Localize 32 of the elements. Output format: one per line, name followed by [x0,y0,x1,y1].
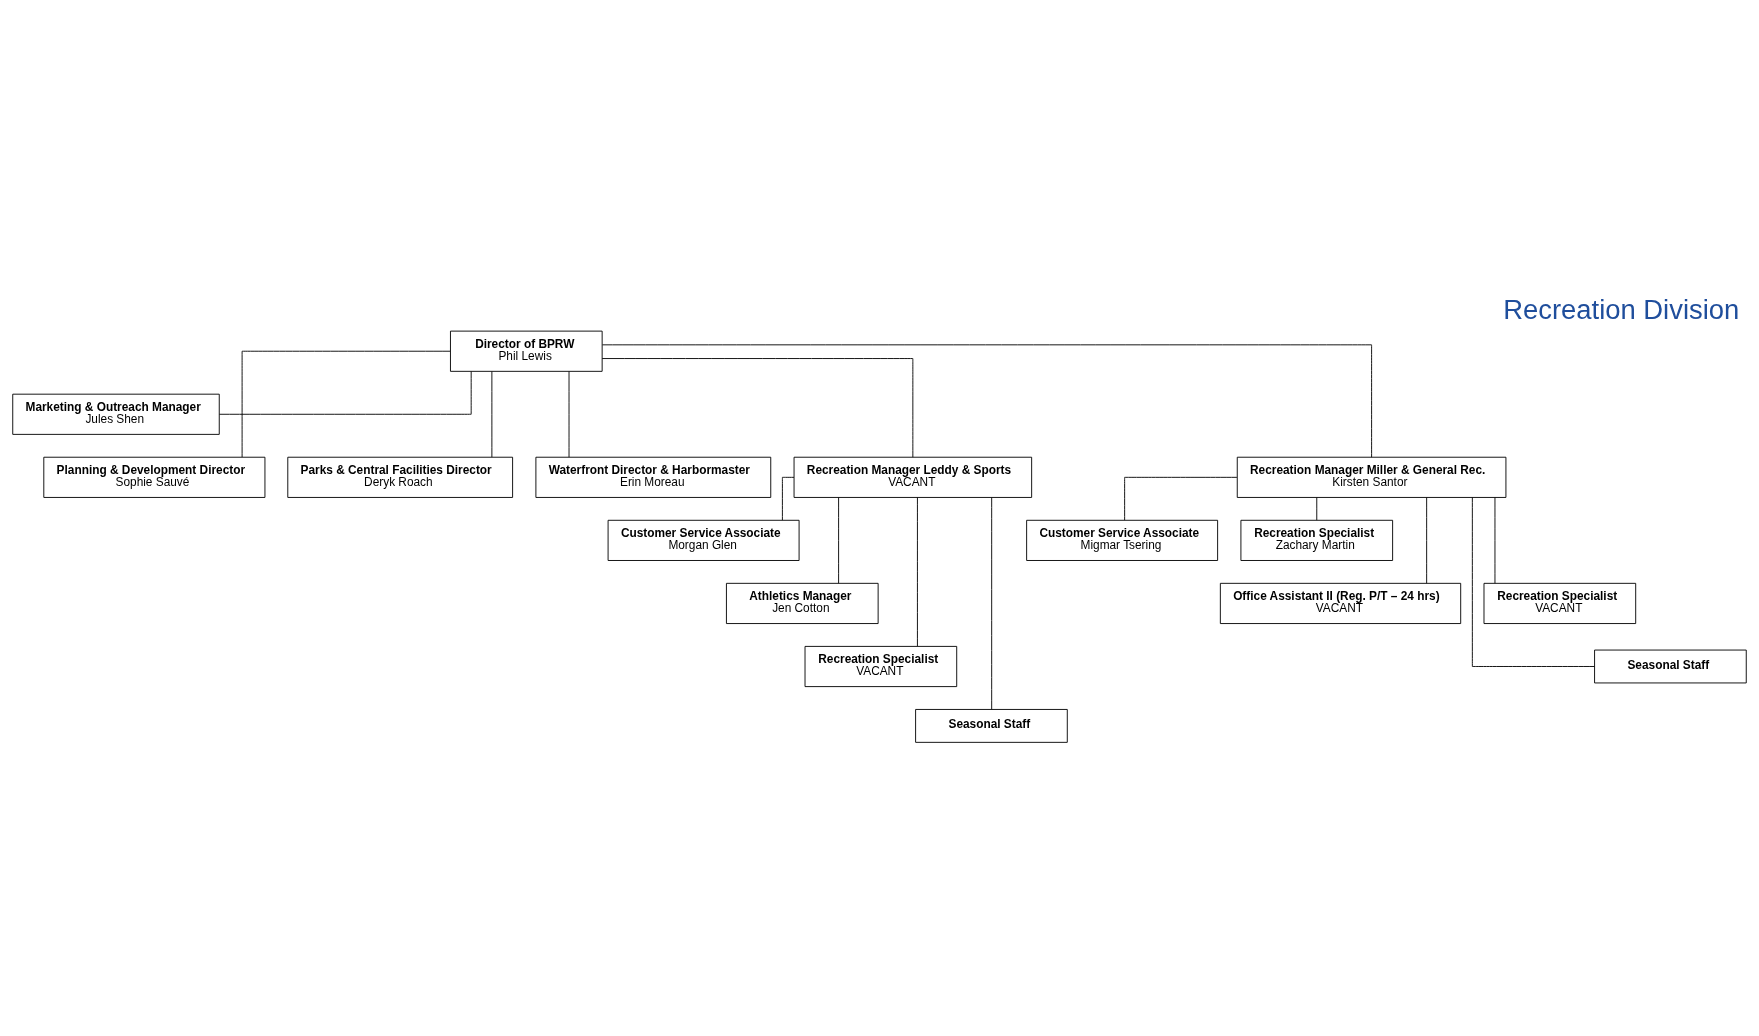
node-box: Planning & Development Director Sophie Sauvé [43,456,266,498]
node-box: Office Assistant II (Reg. P/T – 24 hrs) VACANT [1219,582,1462,624]
connector [781,476,795,521]
connector [1124,476,1238,521]
node-box: Recreation Specialist VACANT [804,645,958,688]
node-box: Seasonal Staff [1594,649,1747,684]
node-box: Marketing & Outreach Manager Jules Shen [12,393,220,435]
node-box: Seasonal Staff [915,709,1068,743]
node-box: Parks & Central Facilities Director Deryk Roach [287,456,514,498]
node-box: Recreation Specialist Zachary Martin [1240,519,1394,561]
connector [838,497,840,584]
connector [491,371,493,458]
connector [219,371,472,415]
connector [991,497,993,710]
node-box: Recreation Specialist VACANT [1483,582,1637,624]
node-box: Waterfront Director & Harbormaster Erin Moreau [535,456,772,498]
connector [916,497,918,647]
connector [602,344,1373,458]
connector [1426,497,1428,584]
node-box: Recreation Manager Miller & General Rec. Kirsten Santor [1236,456,1507,498]
node-box: Athletics Manager Jen Cotton [725,582,879,624]
node-box: Customer Service Associate Morgan Glen [607,519,800,561]
connector [1494,497,1496,584]
diagram-title: Recreation Division [1503,294,1740,326]
connector [1316,497,1318,521]
connector [241,350,451,458]
node-box: Customer Service Associate Migmar Tsering [1026,519,1219,561]
connector [601,358,914,458]
connector [568,371,570,458]
node-box: Recreation Manager Leddy & Sports VACANT [793,456,1033,498]
connector [1471,497,1595,667]
node-box: Director of BPRW Phil Lewis [450,330,603,372]
